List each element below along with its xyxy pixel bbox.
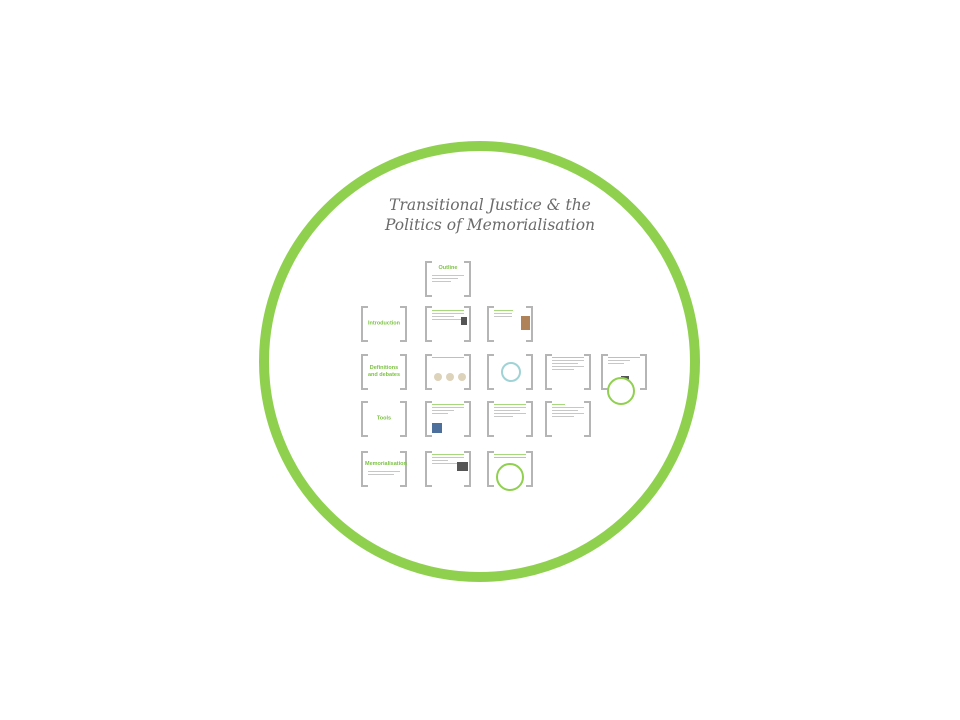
frame-definitions[interactable]: Definitions and debates — [361, 354, 407, 390]
frame-text-lines — [608, 357, 640, 366]
frame-memo-slide-1[interactable] — [425, 451, 471, 487]
frame-text-lines — [432, 404, 464, 416]
frame-tools-slide-3[interactable] — [545, 401, 591, 437]
slide-image — [521, 316, 530, 330]
frame-text-lines — [552, 404, 584, 419]
frame-text-lines — [494, 310, 526, 319]
frame-text-lines — [432, 310, 464, 322]
title-line-2: Politics of Memorialisation — [384, 216, 596, 234]
circle-diagram — [446, 373, 454, 381]
slide-image — [457, 462, 468, 471]
presentation-title: Transitional Justice & the Politics of M… — [380, 195, 600, 235]
frame-def-slide-3[interactable] — [545, 354, 591, 390]
frame-text-lines — [494, 404, 526, 419]
circle-diagram — [458, 373, 466, 381]
zoom-circle[interactable] — [607, 377, 635, 405]
frame-text-lines — [432, 275, 464, 284]
frame-tools-slide-1[interactable] — [425, 401, 471, 437]
zoom-circle[interactable] — [496, 463, 524, 491]
frame-tools-label: Tools — [376, 415, 392, 422]
slide-image — [432, 423, 442, 433]
frame-intro-slide-2[interactable] — [487, 306, 533, 342]
frame-outline[interactable]: Outline — [425, 261, 471, 297]
overview-circle — [259, 141, 700, 582]
slide-image — [461, 317, 467, 325]
frame-introduction[interactable]: Introduction — [361, 306, 407, 342]
circle-diagram — [434, 373, 442, 381]
frame-memorialisation[interactable]: Memorialisation — [361, 451, 407, 487]
frame-text-lines — [552, 357, 584, 372]
frame-tools-slide-2[interactable] — [487, 401, 533, 437]
frame-text-lines — [432, 454, 464, 466]
title-line-1: Transitional Justice & the — [389, 196, 591, 214]
frame-def-slide-2[interactable] — [487, 354, 533, 390]
frame-def-slide-1[interactable] — [425, 354, 471, 390]
frame-introduction-label: Introduction — [367, 320, 401, 327]
frame-definitions-label: Definitions and debates — [367, 365, 401, 378]
frame-text-lines — [368, 471, 400, 477]
frame-tools[interactable]: Tools — [361, 401, 407, 437]
frame-intro-slide-1[interactable] — [425, 306, 471, 342]
frame-outline-label: Outline — [438, 265, 458, 271]
cycle-diagram — [501, 362, 521, 382]
frame-text-lines — [432, 357, 464, 360]
frame-memorialisation-label: Memorialisation — [365, 461, 407, 467]
frame-text-lines — [494, 454, 526, 460]
